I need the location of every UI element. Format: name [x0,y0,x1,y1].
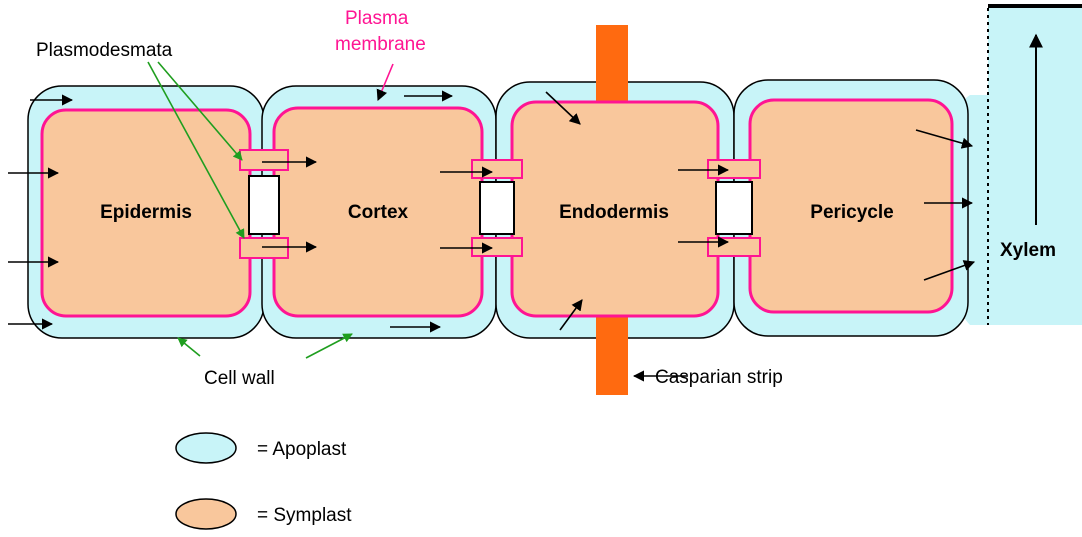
legend-apoplast-label: = Apoplast [257,439,347,460]
cell-label-epidermis: Epidermis [100,202,192,223]
legend-symplast-swatch [176,499,236,529]
legend: = Apoplast = Symplast [176,433,352,529]
xylem-label: Xylem [1000,240,1056,261]
plasmodesmata-label: Plasmodesmata [36,40,173,61]
cell-label-pericycle: Pericycle [810,202,893,223]
casparian-strip-label: Casparian strip [655,367,783,388]
legend-symplast-label: = Symplast [257,505,352,526]
cell-label-endodermis: Endodermis [559,202,669,223]
plasma-membrane-label-line2: membrane [335,34,426,55]
plasma-membrane-label-line1: Plasma [345,8,409,29]
cell-wall-label: Cell wall [204,368,275,389]
legend-apoplast-swatch [176,433,236,463]
cell-label-cortex: Cortex [348,202,409,223]
